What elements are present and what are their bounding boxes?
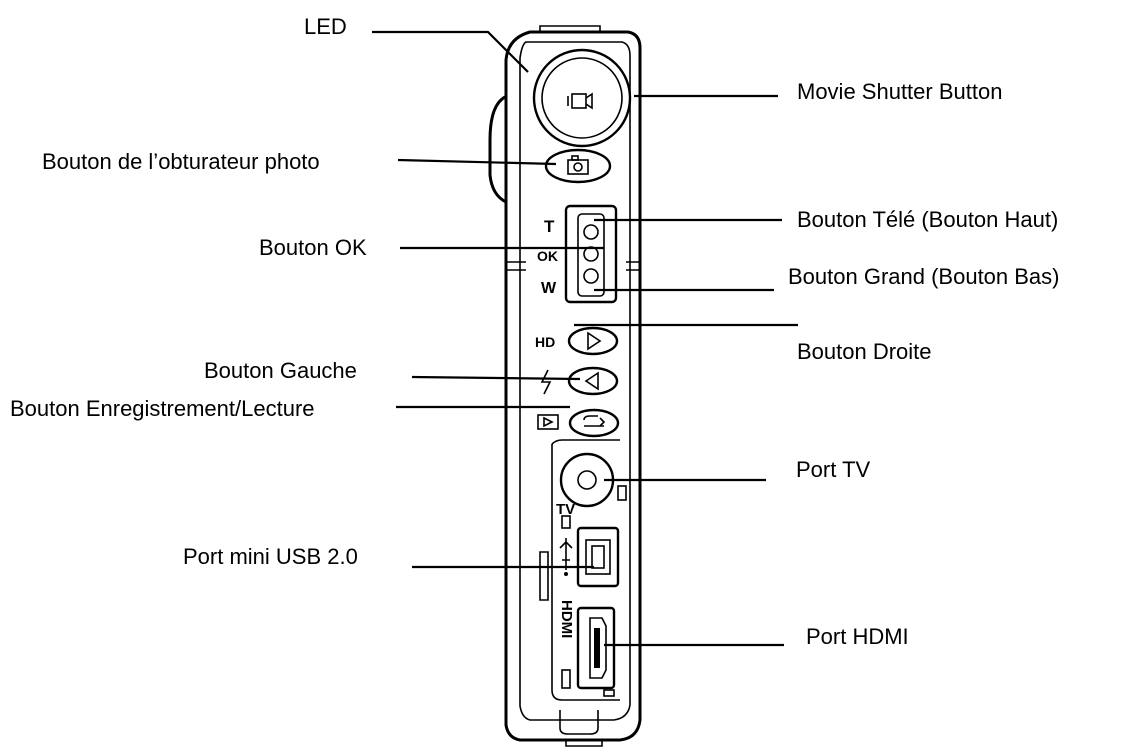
movie-shutter-button-drawing xyxy=(532,48,632,148)
label-usb-port: Port mini USB 2.0 xyxy=(183,544,358,569)
callout-labels: LED Movie Shutter Button Bouton de l’obt… xyxy=(10,14,1060,649)
playback-icon xyxy=(537,414,559,430)
leader-left xyxy=(411,375,581,381)
marking-hdmi: HDMI xyxy=(558,600,575,638)
marking-t: T xyxy=(544,217,555,236)
marking-hd: HD xyxy=(535,334,555,350)
leader-led xyxy=(372,30,529,73)
label-right: Bouton Droite xyxy=(797,339,932,364)
leader-photo-shutter xyxy=(397,158,557,166)
marking-w: W xyxy=(541,280,557,297)
label-led: LED xyxy=(304,14,347,39)
marking-tv: TV xyxy=(556,501,575,518)
camera-icon xyxy=(567,155,589,175)
label-movie-shutter: Movie Shutter Button xyxy=(797,79,1002,104)
right-button-drawing: HD xyxy=(535,326,619,356)
record-play-button-drawing xyxy=(537,408,620,438)
photo-shutter-button-drawing xyxy=(544,148,612,184)
movie-camera-icon xyxy=(567,92,593,110)
label-wide: Bouton Grand (Bouton Bas) xyxy=(788,264,1060,289)
usb-icon xyxy=(559,538,573,570)
label-record-play: Bouton Enregistrement/Lecture xyxy=(10,396,315,421)
port-panel-drawing: TV HDMI xyxy=(551,439,627,701)
label-ok: Bouton OK xyxy=(259,235,367,260)
label-photo-shutter: Bouton de l’obturateur photo xyxy=(42,149,320,174)
label-hdmi-port: Port HDMI xyxy=(806,624,909,649)
marking-ok: OK xyxy=(537,248,558,264)
left-button-drawing xyxy=(540,366,619,396)
label-tele: Bouton Télé (Bouton Haut) xyxy=(797,207,1058,232)
label-left: Bouton Gauche xyxy=(204,358,357,383)
leader-lines xyxy=(372,30,798,647)
flash-icon xyxy=(540,369,552,395)
zoom-rocker-drawing: T OK W xyxy=(537,204,618,304)
label-tv-port: Port TV xyxy=(796,457,871,482)
